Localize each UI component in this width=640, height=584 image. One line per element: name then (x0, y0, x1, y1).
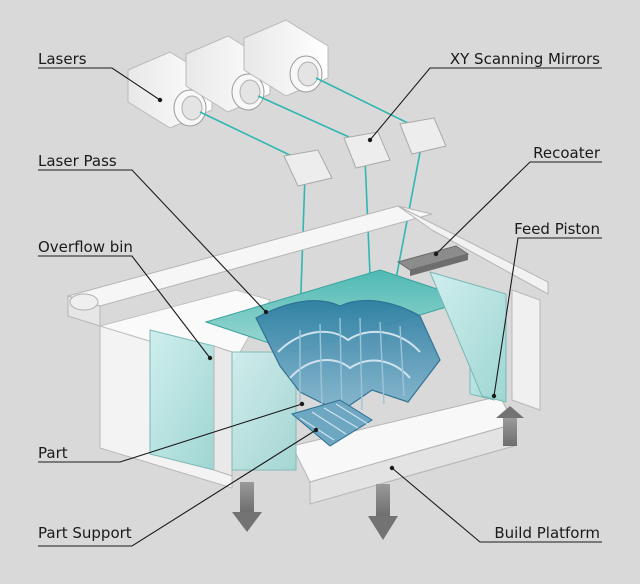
leader-part-support (38, 429, 317, 547)
label-part-support: Part Support (38, 524, 132, 542)
leader-part (38, 403, 303, 463)
label-lasers: Lasers (38, 50, 87, 68)
label-overflow-bin: Overflow bin (38, 238, 133, 256)
leader-overflow-bin (38, 255, 211, 359)
labels: Lasers XY Scanning Mirrors Laser Pass Re… (38, 50, 601, 542)
label-part: Part (38, 444, 68, 462)
leader-recoater (435, 161, 602, 255)
leader-lasers (38, 67, 161, 101)
label-feed-piston: Feed Piston (514, 220, 600, 238)
label-laser-pass: Laser Pass (38, 152, 117, 170)
feed-piston-up-arrow (496, 406, 524, 446)
leader-build-platform (391, 467, 602, 543)
leader-lines (38, 67, 602, 547)
laser-units (127, 19, 329, 129)
build-platform-down-arrow (368, 484, 398, 540)
leader-mirrors (369, 67, 602, 141)
recoater-blade (396, 245, 470, 276)
leader-laser-pass (38, 169, 267, 313)
label-xy-scanning-mirrors: XY Scanning Mirrors (450, 50, 600, 68)
mirror-1 (283, 149, 333, 187)
xy-scanning-mirrors (283, 117, 447, 187)
laser-unit-3 (243, 19, 329, 97)
mirror-2 (343, 131, 391, 169)
mirror-3 (399, 117, 447, 155)
printed-part (255, 299, 441, 417)
label-recoater: Recoater (533, 144, 601, 162)
motion-arrows (232, 406, 524, 540)
overflow-down-arrow (232, 482, 262, 532)
feed-piston-chamber (429, 271, 507, 403)
label-build-platform: Build Platform (494, 524, 600, 542)
overflow-bin (149, 329, 233, 477)
leader-feed-piston (493, 237, 602, 397)
